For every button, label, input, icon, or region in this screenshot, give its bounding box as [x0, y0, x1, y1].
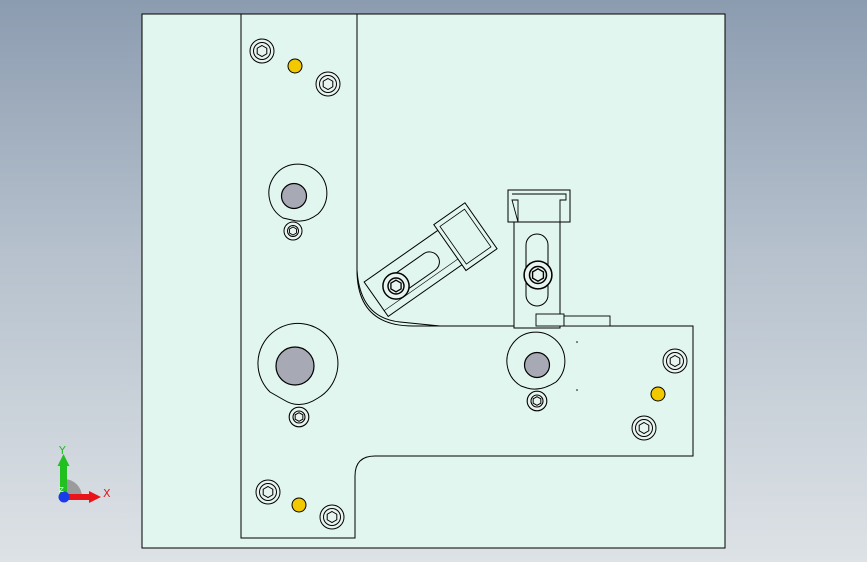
- dowel-pin-icon[interactable]: [287, 58, 303, 74]
- socket-screw-icon[interactable]: [255, 479, 281, 505]
- socket-screw-icon[interactable]: [631, 415, 657, 441]
- hex-nut-icon[interactable]: [523, 260, 553, 290]
- sketch-point: [576, 389, 578, 391]
- x-axis-label: X: [103, 487, 111, 500]
- hex-nut-icon[interactable]: [283, 221, 303, 241]
- dowel-pin-icon[interactable]: [650, 386, 666, 402]
- bracket-fillet-edge: [356, 269, 441, 327]
- eccentric-cam-lower[interactable]: [257, 322, 339, 428]
- z-axis-label: Z: [59, 486, 64, 494]
- dowel-pin-icon[interactable]: [291, 497, 307, 513]
- hex-nut-icon[interactable]: [382, 272, 410, 300]
- eccentric-cam-upper[interactable]: [268, 163, 328, 241]
- socket-screw-icon[interactable]: [249, 38, 275, 64]
- hex-nut-icon[interactable]: [526, 390, 548, 412]
- socket-screw-icon[interactable]: [315, 71, 341, 97]
- coordinate-triad[interactable]: Y X Z: [57, 444, 112, 503]
- eccentric-cam-right[interactable]: [506, 331, 566, 412]
- socket-screw-icon[interactable]: [319, 504, 345, 530]
- sketch-point: [576, 341, 578, 343]
- y-axis-label: Y: [58, 444, 66, 457]
- hex-nut-icon[interactable]: [288, 406, 310, 428]
- socket-screw-icon[interactable]: [662, 348, 688, 374]
